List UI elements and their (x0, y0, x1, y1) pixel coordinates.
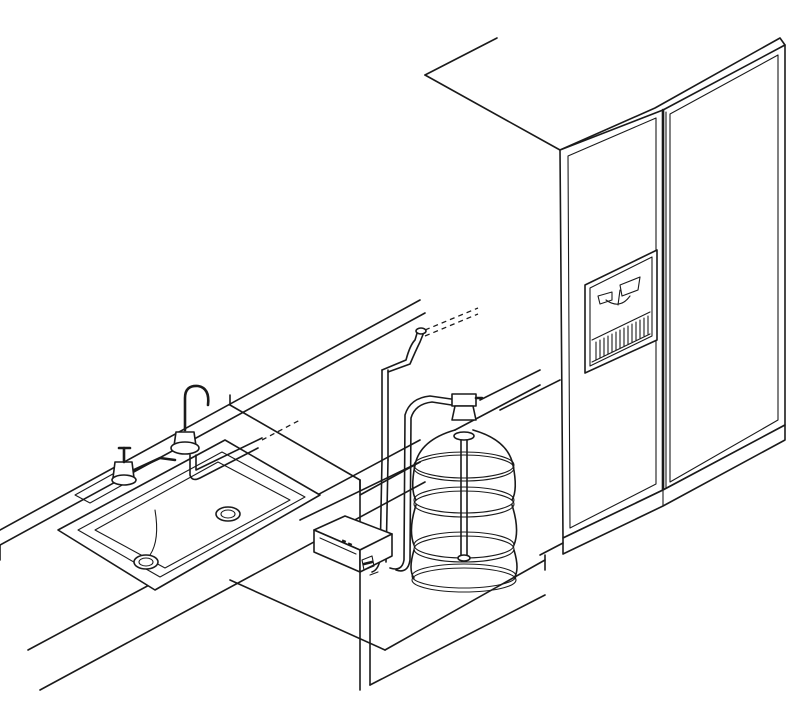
counter (0, 299, 546, 691)
water-bottle (410, 393, 518, 593)
drain-left-icon (133, 554, 159, 570)
water-dispenser (584, 249, 658, 374)
drain-right-icon (215, 506, 241, 522)
kitchen-sink (57, 439, 321, 591)
faucet (111, 384, 210, 486)
refrigerator (424, 37, 786, 556)
dispenser-grille (591, 311, 651, 363)
pump-unit (313, 515, 393, 576)
